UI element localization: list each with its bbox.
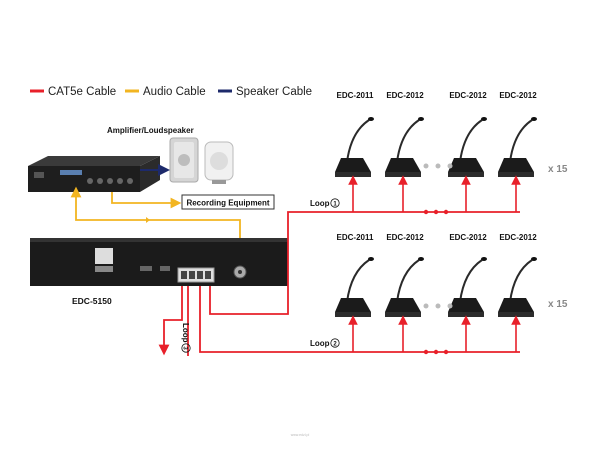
bottom-ellipsis-dot <box>447 303 453 309</box>
bottom-bus-dot <box>433 349 439 355</box>
recording-equipment-box <box>181 194 275 210</box>
top-mic-head <box>531 117 537 121</box>
delegate-row-top: EDC-2011 EDC-2012 EDC-2012 EDC-2012 <box>300 91 537 215</box>
top-bus-dot <box>423 209 429 215</box>
top-delegate-label: EDC-2012 <box>449 91 487 100</box>
top-ellipsis-dot <box>435 163 441 169</box>
amplifier-label: Amplifier/Loudspeaker <box>107 126 194 135</box>
delegate-row-bottom: EDC-2011 EDC-2012 EDC-2012 EDC-2012 <box>300 233 537 355</box>
multiplier-bottom: x 15 <box>548 299 568 310</box>
bottom-ellipsis-dot <box>423 303 429 309</box>
top-delegate-unit: EDC-2012 <box>498 91 537 212</box>
bottom-delegate-base <box>498 298 534 312</box>
top-delegate-label: EDC-2012 <box>386 91 424 100</box>
top-gooseneck-mic <box>509 119 533 163</box>
bottom-mic-head <box>481 257 487 261</box>
top-delegate-base <box>448 158 484 172</box>
loudspeaker-light <box>204 141 234 184</box>
loop3-label-group: Loop 3 <box>181 323 191 353</box>
top-delegate-base <box>498 158 534 172</box>
main-unit <box>30 238 288 286</box>
bottom-mic-head <box>368 257 374 261</box>
multiplier-top: x 15 <box>548 164 568 175</box>
bottom-mic-head <box>418 257 424 261</box>
top-delegate-base <box>385 158 421 172</box>
bottom-delegate-unit: EDC-2011 <box>335 233 374 352</box>
bottom-delegate-base <box>385 298 421 312</box>
recording-equipment-label: Recording Equipment <box>186 199 269 208</box>
top-gooseneck-mic <box>459 119 483 163</box>
loop2-number: 2 <box>333 342 337 348</box>
bottom-gooseneck-mic <box>459 259 483 303</box>
watermark: www.edzl.pl <box>291 433 310 437</box>
cat5e-cables <box>158 211 300 356</box>
bottom-delegate-unit: EDC-2012 <box>448 233 487 352</box>
bottom-mic-head <box>531 257 537 261</box>
top-delegate-base <box>335 158 371 172</box>
bottom-ellipsis-dot <box>435 303 441 309</box>
legend-label-speaker: Speaker Cable <box>236 86 312 98</box>
legend-label-audio: Audio Cable <box>143 86 206 98</box>
audio-flow-arrow <box>146 217 150 223</box>
top-mic-head <box>481 117 487 121</box>
top-delegate-label: EDC-2011 <box>337 91 374 100</box>
top-delegate-unit: EDC-2012 <box>385 91 424 212</box>
legend: CAT5e Cable Audio Cable Speaker Cable <box>30 86 312 98</box>
legend-label-cat5e: CAT5e Cable <box>48 86 116 98</box>
loop2-label: Loop <box>310 339 330 348</box>
top-delegate-unit: EDC-2012 <box>448 91 487 212</box>
loop3-label: Loop <box>181 323 190 343</box>
top-bus-dot <box>443 209 449 215</box>
bottom-delegate-label: EDC-2012 <box>449 233 487 242</box>
bottom-delegate-label: EDC-2012 <box>499 233 537 242</box>
top-ellipsis-dot <box>447 163 453 169</box>
bottom-delegate-label: EDC-2011 <box>337 233 374 242</box>
top-ellipsis-dot <box>423 163 429 169</box>
top-mic-head <box>368 117 374 121</box>
top-delegate-label: EDC-2012 <box>499 91 537 100</box>
bottom-delegate-unit: EDC-2012 <box>498 233 537 352</box>
bottom-bus-dot <box>443 349 449 355</box>
top-gooseneck-mic <box>396 119 420 163</box>
loudspeaker-dark <box>169 137 199 183</box>
loop3-number: 3 <box>182 346 188 350</box>
bottom-gooseneck-mic <box>509 259 533 303</box>
loop1-label: Loop <box>310 199 330 208</box>
main-unit-label: EDC-5150 <box>72 296 112 306</box>
bottom-gooseneck-mic <box>396 259 420 303</box>
top-delegate-unit: EDC-2011 <box>335 91 374 212</box>
bottom-delegate-base <box>335 298 371 312</box>
top-bus-dot <box>433 209 439 215</box>
loop3-badge <box>181 343 191 353</box>
loop1-badge <box>330 198 340 208</box>
top-gooseneck-mic <box>346 119 370 163</box>
bottom-delegate-base <box>448 298 484 312</box>
loop2-badge <box>330 338 340 348</box>
bottom-delegate-label: EDC-2012 <box>386 233 424 242</box>
loop1-number: 1 <box>333 202 337 208</box>
bottom-gooseneck-mic <box>346 259 370 303</box>
top-mic-head <box>418 117 424 121</box>
bottom-delegate-unit: EDC-2012 <box>385 233 424 352</box>
amplifier-unit <box>28 156 160 192</box>
bottom-bus-dot <box>423 349 429 355</box>
